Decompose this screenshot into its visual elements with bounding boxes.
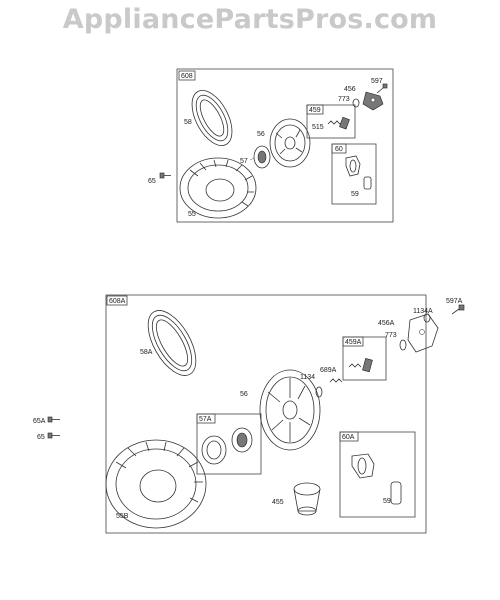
label-65a: 65A	[33, 418, 46, 425]
rope-handle-59	[351, 453, 402, 505]
screw-65	[159, 172, 171, 179]
label-56: 56	[257, 131, 265, 138]
retainer-456a	[407, 313, 439, 353]
rope-handle-59	[345, 155, 372, 190]
pulley-56	[269, 118, 311, 168]
pulley-56	[259, 369, 321, 451]
kit-60-tag	[331, 143, 347, 154]
starter-housing-55b	[105, 439, 207, 529]
label-58: 58	[184, 119, 192, 126]
kit-60a-tag	[339, 431, 359, 442]
panel-608-tag	[178, 70, 196, 81]
spring-cup-57a	[201, 427, 253, 465]
kit-459-tag	[306, 104, 324, 115]
label-60a: 60A	[342, 434, 355, 441]
label-455: 455	[272, 499, 284, 506]
washer-1134	[315, 386, 323, 398]
label-60: 60	[335, 146, 343, 153]
washer-1134a	[423, 313, 431, 323]
screw-65	[47, 432, 60, 439]
label-597a: 597A	[446, 298, 463, 305]
label-55: 55	[188, 211, 196, 218]
panel-608a-frame	[105, 294, 427, 534]
screw-65a	[47, 416, 60, 423]
label-608a: 608A	[109, 298, 126, 305]
rewind-spring-58	[191, 90, 233, 146]
label-65: 65	[148, 178, 156, 185]
label-459: 459	[309, 107, 321, 114]
washer-773	[399, 339, 407, 351]
spring-clip-459a	[348, 358, 373, 373]
label-773: 773	[338, 96, 350, 103]
label-56: 56	[240, 391, 248, 398]
label-57a: 57A	[199, 416, 212, 423]
panel-608a: 608A 58A 55B 57A	[105, 294, 465, 534]
label-597: 597	[371, 78, 383, 85]
rewind-spring-58a	[147, 310, 197, 376]
label-689a: 689A	[320, 367, 337, 374]
label-773: 773	[385, 332, 397, 339]
guide-455	[293, 482, 321, 516]
panel-608-frame	[176, 68, 394, 223]
kit-459-frame	[306, 104, 356, 139]
kit-57a-tag	[196, 413, 216, 424]
kit-60-frame	[331, 143, 377, 205]
panel-608: 608 58 55 65	[148, 68, 394, 223]
panel-608a-tag	[106, 295, 128, 306]
screw-597	[376, 83, 388, 94]
label-1134a: 1134A	[413, 308, 433, 315]
label-65: 65	[37, 434, 45, 441]
label-59: 59	[351, 191, 359, 198]
label-55b: 55B	[116, 513, 129, 520]
label-608: 608	[181, 73, 193, 80]
spring-cup-57	[249, 145, 271, 169]
label-57: 57	[240, 158, 248, 165]
screw-597a	[451, 304, 465, 315]
label-456a: 456A	[378, 320, 395, 327]
kit-60a-frame	[339, 431, 416, 518]
label-58a: 58A	[140, 349, 153, 356]
kit-459a-tag	[342, 336, 364, 347]
label-456: 456	[344, 86, 356, 93]
kit-459a-frame	[342, 336, 387, 381]
label-515: 515	[312, 124, 324, 131]
spring-689a	[329, 378, 343, 383]
label-459a: 459A	[345, 339, 362, 346]
kit-57a-frame	[196, 413, 262, 475]
label-59: 59	[383, 498, 391, 505]
site-watermark: AppliancePartsPros.com	[62, 4, 438, 35]
spring-515	[327, 116, 350, 130]
label-1134: 1134	[300, 374, 315, 381]
washer-773	[352, 98, 360, 108]
starter-housing-55	[179, 157, 257, 219]
retainer-456	[362, 91, 384, 111]
